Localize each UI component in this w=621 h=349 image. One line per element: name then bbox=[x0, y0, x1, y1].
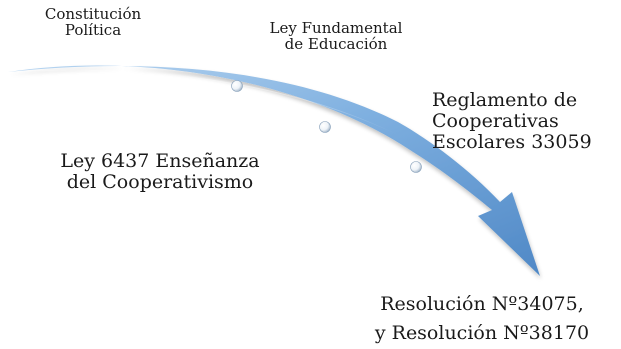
label-ley-fundamental-educacion: Ley Fundamental de Educación bbox=[269, 19, 403, 54]
label-constitucion-politica: Constitución Política bbox=[44, 5, 142, 40]
bead-2 bbox=[319, 121, 331, 133]
bead-1 bbox=[231, 80, 243, 92]
label-resoluciones: Resolución Nº34075, y Resolución Nº38170 bbox=[374, 293, 590, 345]
label-ley-6437: Ley 6437 Enseñanza del Cooperativismo bbox=[60, 150, 260, 193]
bead-3 bbox=[410, 161, 422, 173]
label-reglamento-cooperativas: Reglamento de Cooperativas Escolares 330… bbox=[432, 89, 592, 153]
arrow-beads bbox=[231, 80, 422, 173]
